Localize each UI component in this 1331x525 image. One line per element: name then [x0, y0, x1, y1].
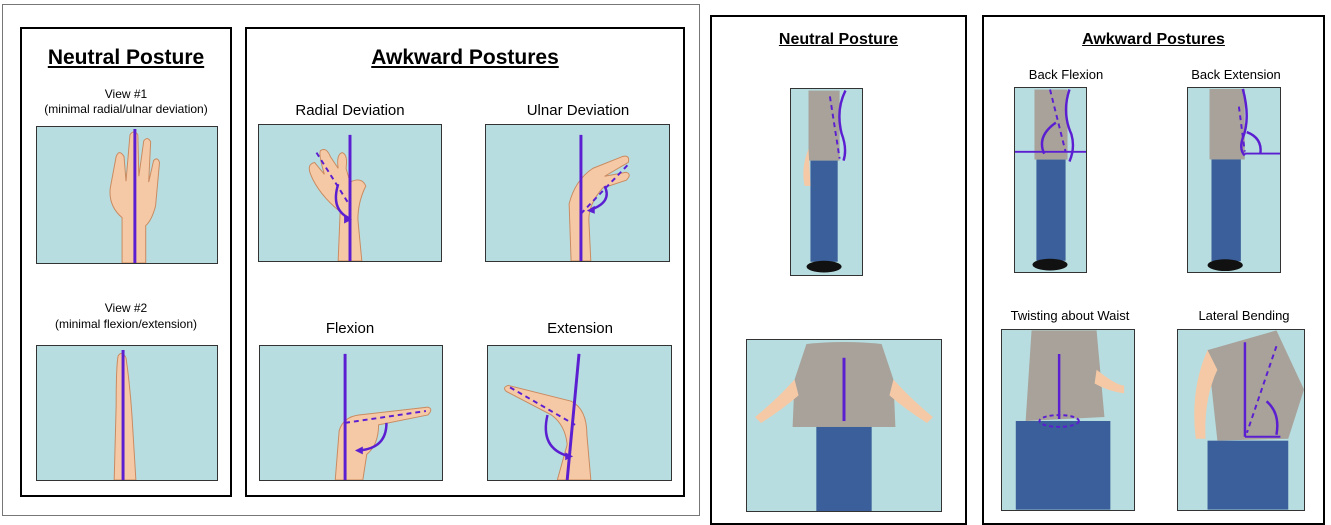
back-extension-illustration [1188, 88, 1280, 272]
wrist-awkward-title: Awkward Postures [247, 46, 683, 70]
back-flexion-label: Back Flexion [1002, 67, 1130, 82]
radial-deviation-illustration [259, 125, 441, 261]
extension-illustration [488, 346, 671, 480]
back-flexion-illustration [1015, 88, 1086, 272]
view1-sub: (minimal radial/ulnar deviation) [22, 102, 230, 116]
extension-label: Extension [487, 320, 673, 337]
ulnar-deviation-panel [485, 124, 670, 262]
twisting-label: Twisting about Waist [990, 308, 1150, 323]
lateral-bending-label: Lateral Bending [1164, 308, 1324, 323]
flexion-panel [259, 345, 443, 481]
back-awkward-title: Awkward Postures [984, 31, 1323, 49]
hand-upright-illustration [37, 127, 217, 263]
lateral-bending-illustration [1178, 330, 1304, 510]
view2-sub: (minimal flexion/extension) [22, 317, 230, 331]
back-extension-label: Back Extension [1172, 67, 1300, 82]
back-extension-panel [1187, 87, 1281, 273]
back-neutral-side-panel [790, 88, 863, 276]
back-awkward-box: Awkward Postures Back Flexion Back Exten… [982, 15, 1325, 525]
radial-deviation-panel [258, 124, 442, 262]
ulnar-deviation-label: Ulnar Deviation [485, 102, 671, 119]
back-neutral-front-panel [746, 339, 942, 512]
hand-side-illustration [37, 346, 217, 480]
standing-front-illustration [747, 340, 941, 511]
radial-deviation-label: Radial Deviation [257, 102, 443, 119]
twisting-panel [1001, 329, 1135, 511]
wrist-neutral-view2-panel [36, 345, 218, 481]
ulnar-deviation-illustration [486, 125, 669, 261]
flexion-illustration [260, 346, 442, 480]
wrist-neutral-box: Neutral Posture View #1 (minimal radial/… [20, 27, 232, 497]
back-neutral-title: Neutral Posture [712, 31, 965, 49]
flexion-label: Flexion [257, 320, 443, 337]
wrist-awkward-box: Awkward Postures Radial Deviation Ulnar … [245, 27, 685, 497]
extension-panel [487, 345, 672, 481]
back-neutral-box: Neutral Posture [710, 15, 967, 525]
back-flexion-panel [1014, 87, 1087, 273]
view1-label: View #1 [22, 87, 230, 101]
standing-side-illustration [791, 89, 862, 275]
twisting-illustration [1002, 330, 1134, 510]
wrist-neutral-view1-panel [36, 126, 218, 264]
view2-label: View #2 [22, 301, 230, 315]
wrist-neutral-title: Neutral Posture [22, 46, 230, 70]
lateral-bending-panel [1177, 329, 1305, 511]
